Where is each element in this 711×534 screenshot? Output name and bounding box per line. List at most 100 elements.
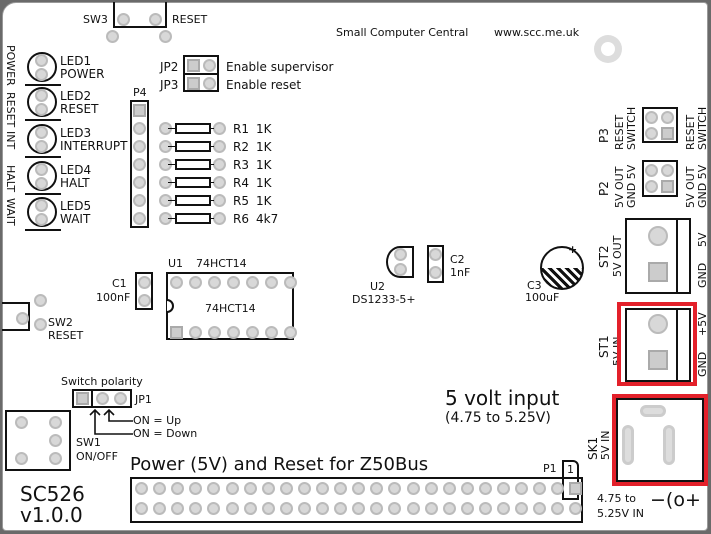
pad xyxy=(370,482,384,495)
p4-ref: P4 xyxy=(133,86,147,99)
pad xyxy=(213,176,226,189)
pad xyxy=(648,314,668,334)
pad xyxy=(213,140,226,153)
input-range: (4.75 to 5.25V) xyxy=(445,410,551,426)
resistor-value: 1K xyxy=(256,158,272,172)
pad xyxy=(442,482,456,495)
pad xyxy=(429,266,442,279)
sw1-ref: SW1 xyxy=(76,436,101,449)
pad xyxy=(265,276,278,289)
led-outline xyxy=(27,87,57,117)
resistor-ref: R6 xyxy=(233,212,249,226)
p1-pin1-marker xyxy=(562,460,579,500)
pad xyxy=(352,482,366,495)
pad xyxy=(135,502,148,515)
pad xyxy=(133,158,146,171)
pad xyxy=(133,176,146,189)
pad xyxy=(133,122,146,135)
board-name: SC526 xyxy=(20,482,85,506)
pad xyxy=(533,502,547,515)
pad xyxy=(207,482,221,495)
pad xyxy=(261,502,275,515)
pad xyxy=(189,326,202,339)
input-title: 5 volt input xyxy=(445,386,560,410)
led-ref: LED5 xyxy=(60,199,92,213)
led-ref: LED2 xyxy=(60,89,92,103)
c3-ref: C3 xyxy=(527,279,542,292)
pad xyxy=(35,199,48,212)
sw2-outline xyxy=(2,302,30,331)
p1-outline xyxy=(130,477,583,523)
sw3-outline xyxy=(113,2,167,28)
pad xyxy=(133,212,146,225)
pad xyxy=(133,104,146,117)
led-flat xyxy=(25,193,61,195)
st1-outline xyxy=(625,308,691,382)
org-name: Small Computer Central xyxy=(336,26,469,39)
pad xyxy=(138,294,151,307)
pad xyxy=(460,502,474,515)
pad xyxy=(388,482,402,495)
st1-pin1: +5V xyxy=(696,312,709,336)
resistor-value: 1K xyxy=(256,194,272,208)
resistor-value: 1K xyxy=(256,176,272,190)
u2-part: DS1233-5+ xyxy=(352,293,416,306)
resistor-value: 1K xyxy=(256,122,272,136)
led-outline xyxy=(27,197,57,227)
led-ref: LED4 xyxy=(60,163,92,177)
pad xyxy=(569,482,583,495)
pad xyxy=(370,502,384,515)
led-ref: LED3 xyxy=(60,126,92,140)
pad xyxy=(153,482,167,495)
pad xyxy=(429,248,442,261)
pad xyxy=(478,482,492,495)
pad xyxy=(551,482,565,495)
pad xyxy=(138,276,151,289)
pad xyxy=(551,502,565,515)
c2-outline xyxy=(427,245,444,283)
resistor-body xyxy=(175,177,211,188)
sw2-ref: SW2 xyxy=(48,316,73,329)
sw1-outline xyxy=(5,410,71,471)
p2-outline xyxy=(642,160,678,197)
st2-outline xyxy=(625,218,691,294)
led-outline xyxy=(27,124,57,154)
pad xyxy=(189,502,203,515)
pad xyxy=(35,89,48,102)
sk1-ref: SK1 xyxy=(586,436,600,460)
st2-pin2: GND xyxy=(696,262,709,288)
p3-ref: P3 xyxy=(597,128,611,143)
led-flat xyxy=(25,84,61,86)
pad xyxy=(279,502,293,515)
jp1-arrows xyxy=(89,408,133,435)
dc-line2: 5.25V IN xyxy=(597,507,644,520)
board-version: v1.0.0 xyxy=(20,503,83,527)
pad xyxy=(153,502,167,515)
sw1-label: ON/OFF xyxy=(76,450,118,463)
resistor-ref: R5 xyxy=(233,194,249,208)
jp1-ref: JP1 xyxy=(135,393,152,406)
dc-polarity-symbol: −(o+ xyxy=(650,489,701,511)
led-flat xyxy=(25,156,61,158)
pad xyxy=(187,77,200,90)
resistor-body xyxy=(175,123,211,134)
pad xyxy=(35,54,48,67)
pad xyxy=(284,326,297,339)
pad xyxy=(35,177,48,190)
p3-label1: RESET xyxy=(613,114,626,150)
url-text: www.scc.me.uk xyxy=(494,26,580,39)
jp1-up: ON = Up xyxy=(133,414,182,427)
led-label: POWER xyxy=(60,67,105,81)
st2-label: 5V OUT xyxy=(611,235,624,277)
led-flat xyxy=(25,229,61,231)
pad xyxy=(243,502,257,515)
pad xyxy=(261,482,275,495)
pad xyxy=(170,326,183,339)
p3-right2: SWITCH xyxy=(696,106,709,150)
pad xyxy=(497,482,510,495)
led-label: HALT xyxy=(60,176,90,190)
pad xyxy=(189,276,202,289)
p3-label2: SWITCH xyxy=(625,106,638,150)
pad xyxy=(207,502,221,515)
resistor-ref: R3 xyxy=(233,158,249,172)
